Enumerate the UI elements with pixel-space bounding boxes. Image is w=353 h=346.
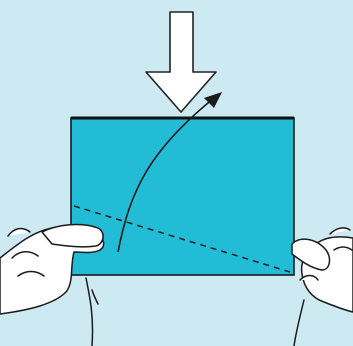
down-arrow-icon: [146, 12, 216, 112]
right-hand: [292, 228, 353, 346]
paper-sheet: [71, 118, 294, 275]
left-hand: [0, 225, 104, 346]
